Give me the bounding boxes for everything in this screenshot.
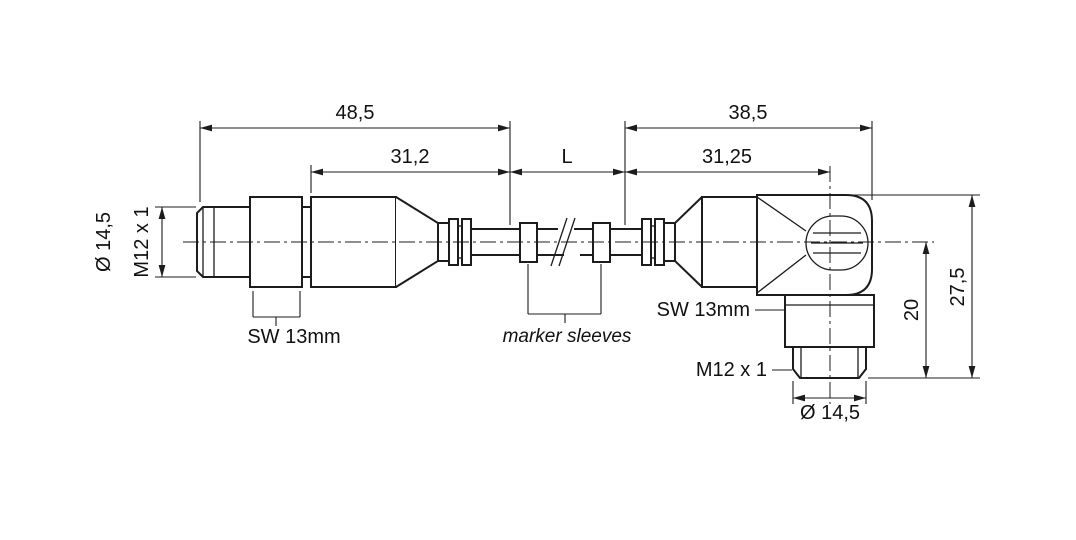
label-right-total-height: 27,5 bbox=[947, 268, 969, 307]
label-left-diameter: Ø 14,5 bbox=[93, 212, 115, 272]
head-diagonal-bottom bbox=[756, 254, 807, 294]
label-cable-length: L bbox=[561, 146, 572, 168]
label-right-body-length: 31,25 bbox=[702, 146, 752, 168]
leader-left-wrench bbox=[252, 291, 301, 326]
label-left-wrench-size: SW 13mm bbox=[247, 326, 340, 348]
centerlines bbox=[183, 166, 934, 404]
dimension-annotations bbox=[155, 121, 980, 404]
cable-break-slash-1 bbox=[550, 217, 568, 267]
label-left-body-length: 31,2 bbox=[391, 146, 430, 168]
label-right-wrench-size: SW 13mm bbox=[657, 299, 750, 321]
label-left-total-length: 48,5 bbox=[336, 102, 375, 124]
label-left-thread: M12 x 1 bbox=[131, 206, 153, 277]
label-right-thread: M12 x 1 bbox=[696, 359, 767, 381]
head-diagonal-top bbox=[756, 196, 807, 232]
label-right-total-length: 38,5 bbox=[729, 102, 768, 124]
label-port-diameter: Ø 14,5 bbox=[800, 402, 860, 424]
label-marker-sleeves: marker sleeves bbox=[503, 326, 632, 347]
dimension-labels: 48,5 38,5 31,2 L 31,25 Ø 14,5 M12 x 1 SW… bbox=[93, 102, 969, 424]
label-right-port-height: 20 bbox=[901, 299, 923, 321]
leader-marker-sleeves bbox=[527, 264, 602, 323]
right-connector-drawing bbox=[641, 194, 875, 379]
head-cap-capsule bbox=[805, 215, 869, 271]
